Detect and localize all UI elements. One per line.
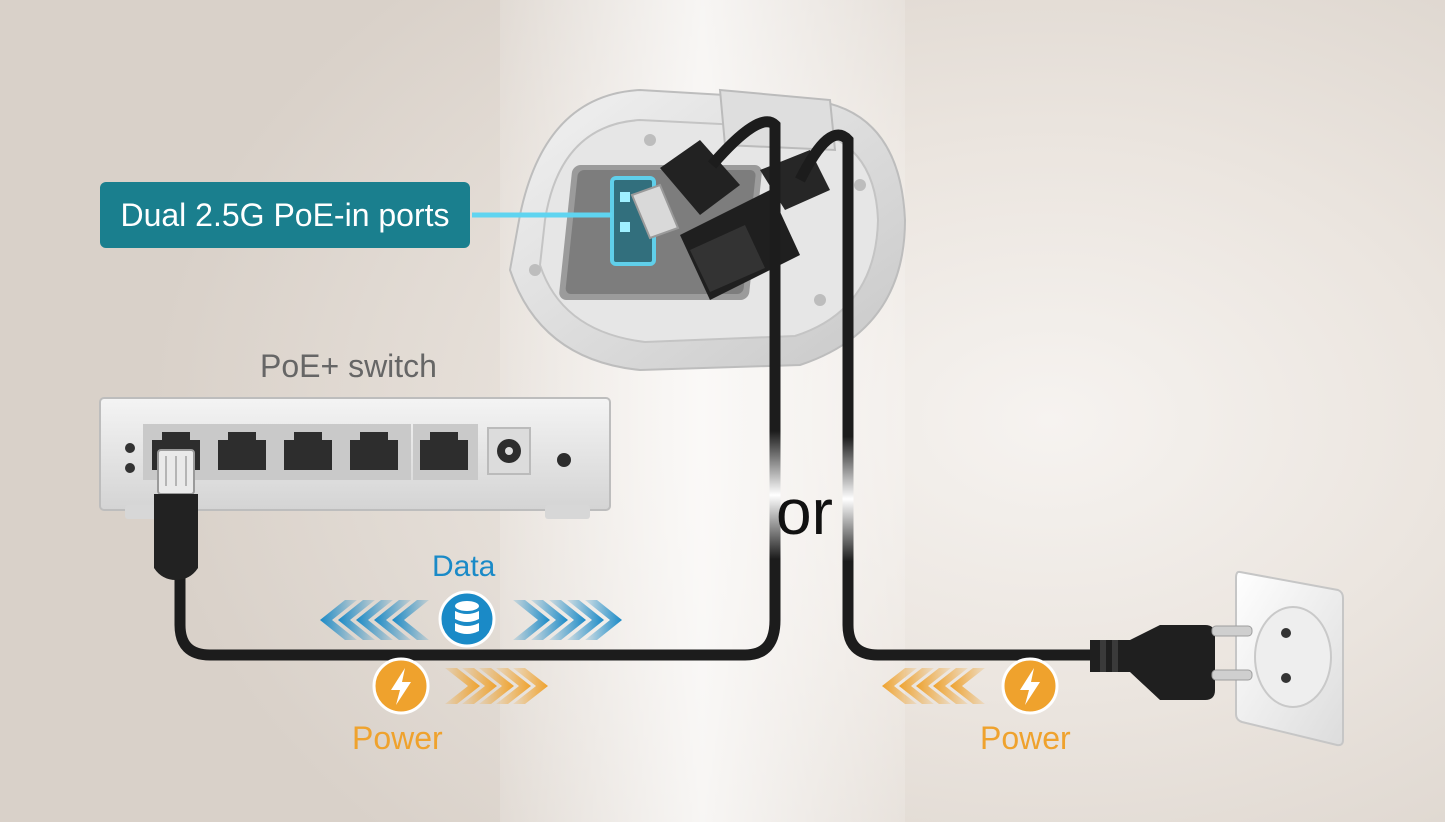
data-arrows-right [513,600,622,640]
switch-label: PoE+ switch [260,348,437,384]
power-arrows-left [882,668,985,704]
or-label: or [776,476,833,548]
lightning-bolt-icon [372,657,430,715]
switch-ethernet-plug [154,449,198,580]
power-plug [1090,625,1253,700]
poe-switch [99,397,611,519]
ethernet-cable [174,116,781,661]
power-cable [795,129,1095,661]
power-label-switch-side: Power [352,720,443,756]
ports-callout: Dual 2.5G PoE-in ports [100,182,470,248]
wall-outlet [1235,570,1344,747]
data-arrows-left [320,600,429,640]
lightning-bolt-icon [1001,657,1059,715]
power-arrows-right [445,668,548,704]
database-icon [438,590,496,648]
data-label: Data [432,550,496,583]
power-label-outlet-side: Power [980,720,1071,756]
ap-ethernet-plug [630,140,740,240]
